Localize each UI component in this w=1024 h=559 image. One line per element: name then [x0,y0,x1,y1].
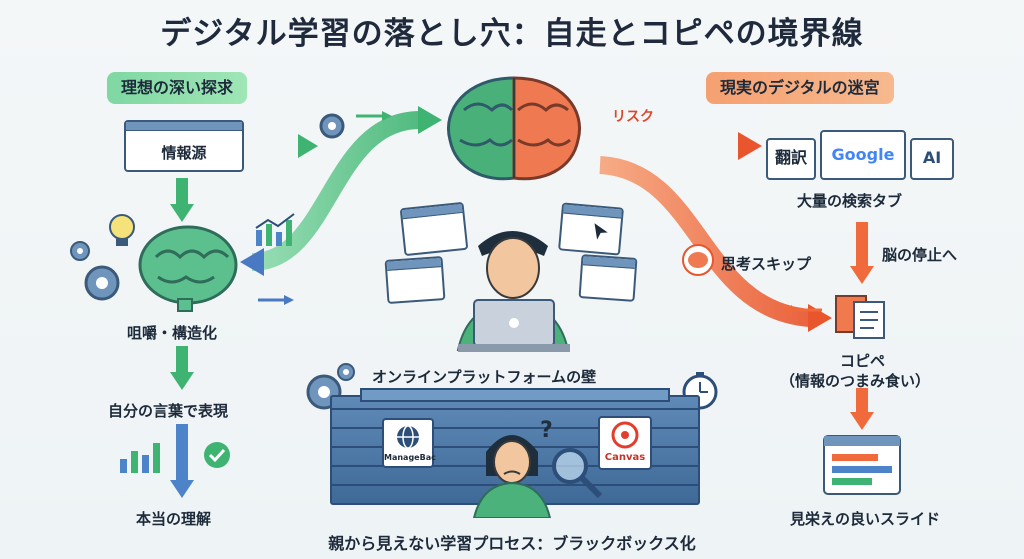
arrow-head [284,295,294,305]
arrow-head [170,204,194,222]
gear-icon [306,363,355,410]
central-brain-icon [447,76,581,181]
thinking-skip-label: 思考スキップ [721,255,812,273]
arrow-head [298,134,318,158]
left-brain-illustration [70,214,238,312]
check-icon [204,442,230,468]
express-own-words-label: 自分の言葉で表現 [108,402,229,420]
arrow-head [808,304,832,332]
managebac-card: ManageBac [382,418,436,468]
canvas-label: Canvas [604,452,646,463]
floating-window [384,256,446,304]
risk-label: リスク [612,109,654,125]
copy-paste-label: コピペ [840,352,886,370]
question-mark: ? [540,418,553,443]
source-label: 情報源 [161,144,207,162]
gear-icon [319,113,345,139]
search-tabs-group: 翻訳 Google AI [764,128,954,182]
arrow-head [240,248,264,276]
magnifier-icon [552,448,603,499]
arrow-orange-curve [599,156,811,327]
arrow-head [850,412,874,430]
slide-icon [823,435,901,495]
google-tab: Google [820,130,906,180]
gear-icon [84,265,120,301]
page-title: デジタル学習の落とし穴：自走とコピペの境界線 [160,16,864,52]
bar-chart-icon [120,443,160,473]
cursor-icon [594,223,608,240]
student-with-laptop [456,231,570,352]
chew-structure-label: 咀嚼・構造化 [127,324,218,342]
ideal-heading: 理想の深い探求 [107,72,248,104]
managebac-label: ManageBac [384,453,436,462]
ai-tab: AI [910,138,954,180]
gear-icon [70,241,90,261]
nice-slide-label: 見栄えの良いスライド [790,510,941,528]
canvas-logo-icon [611,421,639,449]
copy-paste-icon [835,295,885,339]
brain-stop-label: 脳の停止へ [882,246,958,264]
lightbulb-icon [109,214,135,246]
cherry-pick-label: （情報のつまみ食い） [780,372,931,390]
translate-tab: 翻訳 [766,138,816,180]
arrow-head [418,106,442,134]
source-window: 情報源 [124,120,244,172]
growth-chart-icon [255,213,295,246]
many-tabs-caption: 大量の検索タブ [797,192,903,210]
true-understanding-label: 本当の理解 [136,510,212,528]
wall-top [360,388,670,402]
arrow-head [382,111,392,121]
parent-figure [472,435,552,518]
arrow-head [170,372,194,390]
wall-caption: オンラインプラットフォームの壁 [372,368,597,386]
canvas-card: Canvas [598,416,652,470]
arrow-head [738,132,762,160]
arrow-head [170,480,194,498]
small-brain-icon [682,244,714,276]
arrow-head [850,266,874,284]
arrow-head [782,305,792,315]
brain-icon [138,225,238,312]
bottom-caption: 親から見えない学習プロセス：ブラックボックス化 [328,534,696,553]
floating-window-cursor [558,202,624,256]
reality-heading: 現実のデジタルの迷宮 [706,72,894,104]
globe-icon [397,425,419,449]
